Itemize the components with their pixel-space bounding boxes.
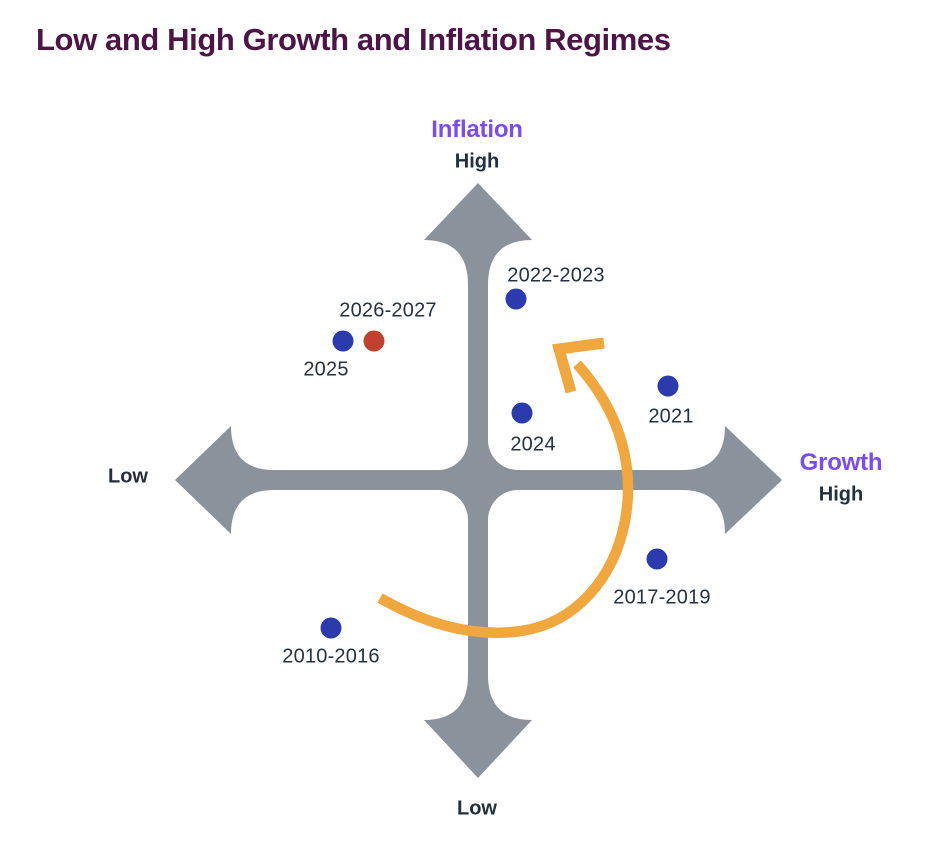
- inflation-high-label: High: [454, 150, 500, 173]
- axes-cross-arrows: [175, 183, 782, 778]
- inflation-low-label: Low: [457, 797, 497, 820]
- data-dot-2026-2027: [363, 330, 385, 352]
- data-dot-2021: [657, 375, 679, 397]
- cycle-arrow-head: [552, 337, 605, 394]
- inflation-axis-label: Inflation: [431, 116, 523, 143]
- growth-low-label: Low: [108, 465, 148, 488]
- point-label-2022-2023: 2022-2023: [507, 264, 605, 287]
- point-label-2025: 2025: [303, 358, 349, 381]
- data-dot-2010-2016: [320, 617, 342, 639]
- point-label-2021: 2021: [648, 405, 694, 428]
- point-label-2010-2016: 2010-2016: [282, 645, 380, 668]
- data-dot-2017-2019: [646, 548, 668, 570]
- growth-axis-label: Growth: [799, 449, 883, 476]
- point-label-2017-2019: 2017-2019: [613, 586, 711, 609]
- point-label-2026-2027: 2026-2027: [339, 299, 437, 322]
- page-title: Low and High Growth and Inflation Regime…: [36, 22, 671, 57]
- cycle-arrow-curve: [377, 360, 634, 638]
- growth-high-label: High: [818, 483, 864, 506]
- data-dot-2025: [332, 330, 354, 352]
- data-dot-2024: [511, 402, 533, 424]
- data-dot-2022-2023: [505, 288, 527, 310]
- point-label-2024: 2024: [510, 433, 556, 456]
